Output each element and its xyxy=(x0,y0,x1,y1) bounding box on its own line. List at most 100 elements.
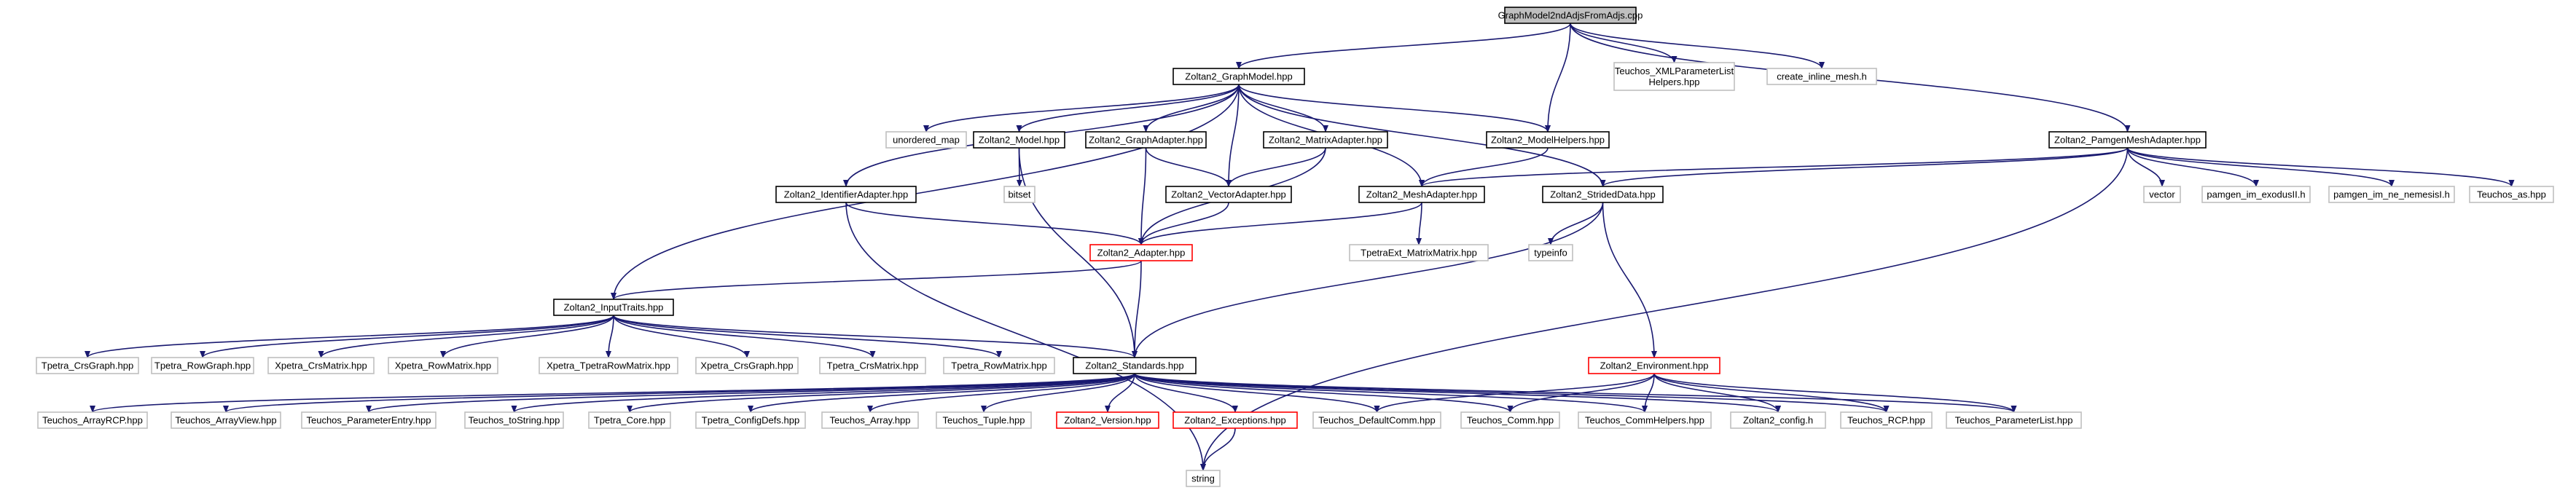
node-box xyxy=(1089,244,1193,261)
edge-adapter-to-standards xyxy=(1132,260,1142,358)
node-box xyxy=(1349,244,1489,261)
node-box xyxy=(885,131,967,149)
node-graphadapter[interactable]: Zoltan2_GraphAdapter.hpp xyxy=(1085,131,1207,149)
node-box xyxy=(1003,186,1036,203)
node-label: Tpetra_CrsGraph.hpp xyxy=(42,360,133,371)
node-box xyxy=(2469,186,2554,203)
edge-exceptions-to-string xyxy=(1200,427,1236,471)
edge-root-to-inlinemesh xyxy=(1570,23,1825,69)
edge-graphmodel-to-matrixadapter xyxy=(1238,84,1328,133)
node-label: Teuchos_Comm.hpp xyxy=(1467,415,1554,426)
node-teuchos_tuple: Teuchos_Tuple.hpp xyxy=(936,411,1032,429)
node-adapter[interactable]: Zoltan2_Adapter.hpp xyxy=(1089,244,1193,261)
node-arrayrcp: Teuchos_ArrayRCP.hpp xyxy=(37,411,148,429)
node-vectoradapter[interactable]: Zoltan2_VectorAdapter.hpp xyxy=(1165,186,1292,203)
edge-standards-to-teuchos_array xyxy=(867,373,1135,413)
edge-identifieradapter-to-string xyxy=(845,202,1206,471)
edge-vectoradapter-to-adapter xyxy=(1138,202,1229,245)
node-modelhelpers[interactable]: Zoltan2_ModelHelpers.hpp xyxy=(1486,131,1610,149)
node-box xyxy=(2143,186,2181,203)
node-label: Teuchos_ParameterEntry.hpp xyxy=(306,415,431,426)
node-label: Zoltan2_Standards.hpp xyxy=(1085,360,1183,371)
node-meshadapter[interactable]: Zoltan2_MeshAdapter.hpp xyxy=(1358,186,1485,203)
node-label: Tpetra_Core.hpp xyxy=(594,415,665,426)
node-label: Zoltan2_VectorAdapter.hpp xyxy=(1171,189,1286,200)
edge-graphmodel-to-strideddata xyxy=(1238,84,1606,187)
node-matrixadapter[interactable]: Zoltan2_MatrixAdapter.hpp xyxy=(1263,131,1388,149)
node-box xyxy=(1504,7,1637,24)
node-box xyxy=(553,299,674,316)
node-label: Zoltan2_MatrixAdapter.hpp xyxy=(1269,135,1382,146)
node-model[interactable]: Zoltan2_Model.hpp xyxy=(973,131,1065,149)
edge-inputtraits-to-xpetra_tpetrarowmatrix xyxy=(606,315,614,358)
node-label: Teuchos_ArrayView.hpp xyxy=(175,415,276,426)
node-inputtraits[interactable]: Zoltan2_InputTraits.hpp xyxy=(553,299,674,316)
node-parameterlist: Teuchos_ParameterList.hpp xyxy=(1946,411,2082,429)
node-box xyxy=(2048,131,2207,149)
node-commhelpers: Teuchos_CommHelpers.hpp xyxy=(1578,411,1712,429)
edge-standards-to-config xyxy=(1134,373,1781,413)
node-box xyxy=(973,131,1065,149)
node-box xyxy=(36,357,139,374)
edge-strideddata-to-environment xyxy=(1602,202,1657,358)
node-nemesisI: pamgen_im_ne_nemesisI.h xyxy=(2328,186,2455,203)
node-label: Zoltan2_Adapter.hpp xyxy=(1097,248,1186,259)
node-standards[interactable]: Zoltan2_Standards.hpp xyxy=(1073,357,1197,374)
node-box xyxy=(588,411,671,429)
node-environment[interactable]: Zoltan2_Environment.hpp xyxy=(1588,357,1720,374)
node-box xyxy=(695,357,799,374)
node-teuchos_comm: Teuchos_Comm.hpp xyxy=(1460,411,1560,429)
edge-model-to-standards xyxy=(1018,147,1138,358)
node-root[interactable]: GraphModel2ndAdjsFromAdjs.cpp xyxy=(1498,7,1643,24)
edge-modelhelpers-to-meshadapter xyxy=(1419,147,1549,187)
node-label: Zoltan2_Model.hpp xyxy=(979,135,1060,146)
node-box xyxy=(1165,186,1292,203)
node-label: create_inline_mesh.h xyxy=(1777,71,1867,82)
node-label: Zoltan2_PamgenMeshAdapter.hpp xyxy=(2054,135,2201,146)
node-version[interactable]: Zoltan2_Version.hpp xyxy=(1056,411,1159,429)
node-label: Xpetra_RowMatrix.hpp xyxy=(395,360,491,371)
node-label: Teuchos_RCP.hpp xyxy=(1847,415,1925,426)
node-label: pamgen_im_exodusII.h xyxy=(2207,189,2305,200)
edge-standards-to-arrayrcp xyxy=(90,373,1135,413)
node-box xyxy=(1085,131,1207,149)
edge-environment-to-config xyxy=(1653,373,1781,413)
node-identifieradapter[interactable]: Zoltan2_IdentifierAdapter.hpp xyxy=(775,186,917,203)
node-label: unordered_map xyxy=(893,135,960,146)
edge-inputtraits-to-xpetra_rowmatrix xyxy=(440,315,614,358)
node-label: Tpetra_RowGraph.hpp xyxy=(154,360,251,371)
node-xpetra_tpetrarowmatrix: Xpetra_TpetraRowMatrix.hpp xyxy=(539,357,678,374)
node-bitset: bitset xyxy=(1003,186,1036,203)
node-label: string xyxy=(1191,473,1215,484)
node-label: Xpetra_CrsGraph.hpp xyxy=(700,360,793,371)
node-vector: vector xyxy=(2143,186,2181,203)
node-box xyxy=(2328,186,2455,203)
edge-pamgenadapter-to-meshadapter xyxy=(1419,147,2129,187)
edge-pamgenadapter-to-exodusII xyxy=(2126,147,2259,187)
node-label: TpetraExt_MatrixMatrix.hpp xyxy=(1361,248,1477,259)
edge-graphmodel-to-modelhelpers xyxy=(1238,84,1551,133)
node-box xyxy=(1460,411,1560,429)
node-box xyxy=(1172,411,1298,429)
node-box xyxy=(1172,68,1305,85)
node-label: Teuchos_Tuple.hpp xyxy=(943,415,1025,426)
edge-pamgenadapter-to-vector xyxy=(2126,147,2165,187)
node-graphmodel[interactable]: Zoltan2_GraphModel.hpp xyxy=(1172,68,1305,85)
node-tpetraext: TpetraExt_MatrixMatrix.hpp xyxy=(1349,244,1489,261)
edge-inputtraits-to-tpetra_crsgraph xyxy=(85,315,614,358)
node-strideddata[interactable]: Zoltan2_StridedData.hpp xyxy=(1542,186,1664,203)
edge-root-to-graphmodel xyxy=(1236,23,1571,69)
node-label: GraphModel2ndAdjsFromAdjs.cpp xyxy=(1498,10,1643,21)
node-xpetra_rowmatrix: Xpetra_RowMatrix.hpp xyxy=(388,357,498,374)
node-exceptions[interactable]: Zoltan2_Exceptions.hpp xyxy=(1172,411,1298,429)
edge-graphmodel-to-model xyxy=(1016,84,1240,133)
node-box xyxy=(151,357,254,374)
edge-standards-to-defaultcomm xyxy=(1134,373,1380,413)
node-box xyxy=(1588,357,1720,374)
node-box xyxy=(1528,244,1573,261)
node-box xyxy=(1542,186,1664,203)
node-box xyxy=(539,357,678,374)
node-pamgenadapter[interactable]: Zoltan2_PamgenMeshAdapter.hpp xyxy=(2048,131,2207,149)
